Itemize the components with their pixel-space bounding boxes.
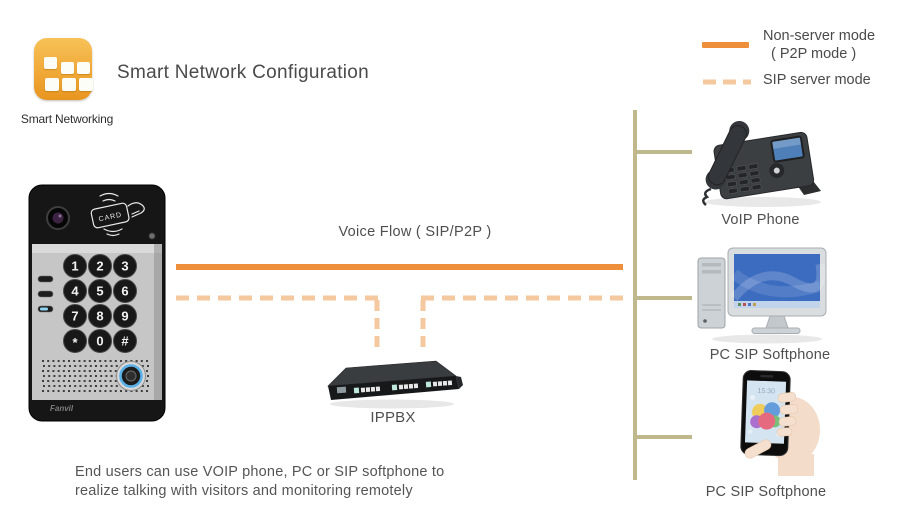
voip-phone-label: VoIP Phone <box>721 212 800 228</box>
icon-square <box>79 78 93 91</box>
footer-note: End users can use VOIP phone, PC or SIP … <box>75 463 555 501</box>
voice-flow-label: Voice Flow ( SIP/P2P ) <box>338 224 492 240</box>
mobile-softphone-label: PC SIP Softphone <box>705 484 827 500</box>
card-text: CARD <box>98 212 123 224</box>
svg-text:6: 6 <box>121 284 128 299</box>
keypad-key: 7 <box>63 304 87 328</box>
keypad-key: 3 <box>113 254 137 278</box>
keypad-key: 8 <box>88 304 112 328</box>
handset <box>705 120 750 190</box>
ippbx-label: IPPBX <box>370 409 416 426</box>
ippbx-ports <box>336 380 453 394</box>
fingers <box>744 392 799 459</box>
svg-text:2: 2 <box>96 259 103 274</box>
sip-flow-lines <box>176 295 623 353</box>
legend-p2p-line-swatch <box>702 42 749 48</box>
svg-text:7: 7 <box>71 309 78 324</box>
svg-text:4: 4 <box>71 284 79 299</box>
footer-line-1: End users can use VOIP phone, PC or SIP … <box>75 464 445 480</box>
legend-p2p-label: ( P2P mode ) <box>771 46 857 62</box>
voip-phone-device <box>702 120 821 207</box>
keypad-key: 5 <box>88 279 112 303</box>
svg-text:8: 8 <box>96 309 103 324</box>
legend-sip-line-swatch <box>703 79 751 85</box>
legend-nonserver-label: Non-server mode <box>763 28 876 44</box>
handset-cord <box>702 187 712 206</box>
phone-screen <box>770 135 805 163</box>
call-button <box>116 361 146 391</box>
smartphone-device: 15:30 <box>740 370 820 476</box>
footer-line-2: realize talking with visitors and monito… <box>75 483 413 499</box>
ippbx-device <box>327 360 463 409</box>
smart-networking-icon <box>34 38 93 100</box>
keypad-key: 2 <box>88 254 112 278</box>
keypad-key: # <box>113 329 137 353</box>
keypad-key: 1 <box>63 254 87 278</box>
icon-square <box>62 78 76 91</box>
screen-time: 15:30 <box>757 388 775 396</box>
brand-logo: Fanvil <box>50 404 74 413</box>
pc-tower <box>697 257 726 329</box>
page-title: Smart Network Configuration <box>117 62 370 83</box>
legend-sip-label: SIP server mode <box>763 72 871 88</box>
pc-softphone-label: PC SIP Softphone <box>709 347 831 363</box>
pc-monitor <box>727 247 827 334</box>
icon-square <box>44 57 57 69</box>
svg-text:3: 3 <box>121 259 128 274</box>
door-phone-device: CARD 1 2 3 4 5 6 7 8 9 * 0 # <box>28 184 166 422</box>
pc-device <box>697 247 827 344</box>
keypad-key: 4 <box>63 279 87 303</box>
svg-text:9: 9 <box>121 309 128 324</box>
icon-square <box>45 78 59 91</box>
svg-text:#: # <box>121 334 129 349</box>
svg-text:0: 0 <box>96 334 103 349</box>
panel-screw <box>148 232 156 240</box>
icon-caption: Smart Networking <box>20 112 114 126</box>
svg-text:1: 1 <box>71 259 78 274</box>
keypad-key: * <box>63 329 87 353</box>
svg-text:5: 5 <box>96 284 103 299</box>
icon-square <box>77 62 90 74</box>
svg-text:*: * <box>72 335 78 350</box>
status-leds <box>37 275 54 313</box>
camera-icon <box>46 206 70 230</box>
card-swipe-icon: CARD <box>90 192 145 237</box>
keypad-key: 6 <box>113 279 137 303</box>
keypad-key: 9 <box>113 304 137 328</box>
keypad-key: 0 <box>88 329 112 353</box>
icon-square <box>61 62 74 74</box>
door-phone-keypad: 1 2 3 4 5 6 7 8 9 * 0 # <box>63 254 137 353</box>
